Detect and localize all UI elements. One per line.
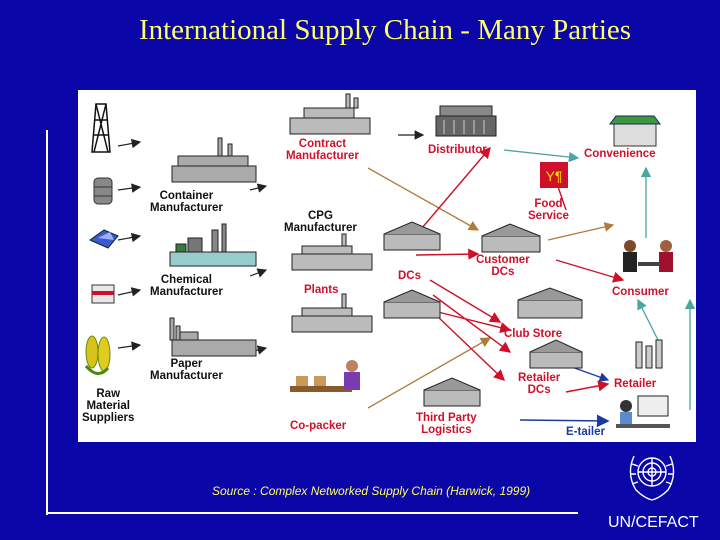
source-citation: Source : Complex Networked Supply Chain …: [212, 484, 530, 498]
cpg-factory-icon: [292, 234, 372, 270]
label-third-party-logistics: Third Party Logistics: [416, 412, 477, 436]
svg-text:Y¶: Y¶: [546, 168, 563, 184]
food-service-icon: Y¶: [540, 162, 568, 188]
label-co-packer: Co-packer: [290, 420, 346, 432]
retailer-icon: [636, 340, 662, 368]
organization-label: UN/CEFACT: [608, 514, 699, 532]
barrel-icon: [94, 178, 112, 204]
diagram-arrows: Y¶: [78, 90, 696, 442]
label-distributor: Distributor: [428, 144, 487, 156]
label-paper-manufacturer: Paper Manufacturer: [150, 358, 223, 382]
left-rule: [46, 130, 48, 515]
un-emblem-icon: [622, 444, 682, 504]
plants-factory-icon: [292, 294, 372, 332]
label-retailer-dcs: Retailer DCs: [518, 372, 560, 396]
contract-factory-icon: [290, 94, 370, 134]
paper-factory-icon: [170, 318, 256, 356]
dc-warehouse-icon: [384, 222, 440, 250]
oil-rig-icon: [92, 104, 110, 152]
club-store-warehouse-icon: [518, 288, 582, 318]
label-food-service: Food Service: [528, 198, 569, 222]
e-tailer-computer-icon: [616, 396, 670, 428]
label-dcs: DCs: [398, 270, 421, 282]
consumer-icon: [623, 240, 673, 272]
supply-chain-diagram: Y¶ Container Manufacturer Chemical Manuf…: [78, 90, 696, 442]
third-party-warehouse-icon: [424, 378, 480, 406]
distributor-building-icon: [436, 106, 496, 136]
chemical-material-icon: [90, 230, 118, 248]
label-raw-material-suppliers: Raw Material Suppliers: [82, 388, 134, 424]
label-container-manufacturer: Container Manufacturer: [150, 190, 223, 214]
retailer-dc-warehouse-icon: [530, 340, 582, 368]
corn-icon: [86, 336, 110, 374]
paper-stack-icon: [92, 285, 114, 303]
label-chemical-manufacturer: Chemical Manufacturer: [150, 274, 223, 298]
label-contract-manufacturer: Contract Manufacturer: [286, 138, 359, 162]
co-packer-icon: [290, 360, 360, 392]
bottom-rule: [46, 512, 578, 514]
label-e-tailer: E-tailer: [566, 426, 605, 438]
container-factory-icon: [172, 138, 256, 182]
label-retailer: Retailer: [614, 378, 656, 390]
label-convenience: Convenience: [584, 148, 656, 160]
label-cpg-manufacturer: CPG Manufacturer: [284, 210, 357, 234]
plants-warehouse-icon: [384, 290, 440, 318]
convenience-store-icon: [610, 116, 660, 146]
label-club-store: Club Store: [504, 328, 562, 340]
label-consumer: Consumer: [612, 286, 669, 298]
chemical-factory-icon: [170, 224, 256, 266]
slide-title: International Supply Chain - Many Partie…: [0, 14, 720, 47]
customer-dc-warehouse-icon: [482, 224, 540, 252]
label-customer-dcs: Customer DCs: [476, 254, 530, 278]
label-plants: Plants: [304, 284, 339, 296]
